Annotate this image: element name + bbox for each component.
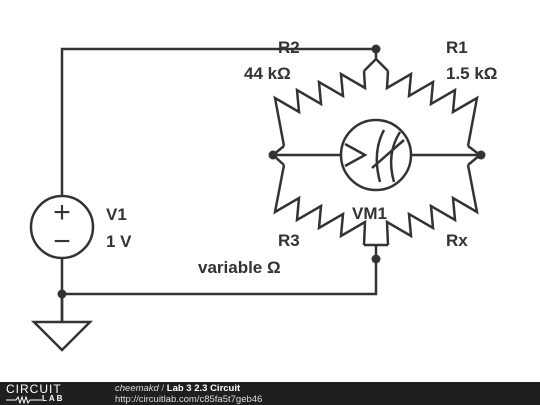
circuit-schematic: + − R2 44 kΩ R1 1.5 kΩ VM1 R3 variable Ω… (29, 38, 497, 352)
rx-name: Rx (446, 231, 468, 250)
voltmeter-needle-arc-icon (375, 129, 386, 183)
vm1-name: VM1 (352, 204, 387, 223)
wire-top (60, 47, 376, 196)
circuitlab-logo[interactable]: CIRCUIT LAB (6, 383, 98, 404)
v1-value: 1 V (106, 232, 132, 251)
voltmeter-vm1 (273, 118, 480, 192)
circuit-url[interactable]: http://circuitlab.com/c85fa5t7geb46 (115, 394, 263, 405)
ground-icon (30, 294, 94, 352)
footer-info: cheemakd / Lab 3 2.3 Circuit http://circ… (115, 384, 262, 405)
footer-bar: CIRCUIT LAB cheemakd / Lab 3 2.3 Circuit… (0, 382, 540, 405)
r3-name: R3 (278, 231, 300, 250)
node-right (476, 150, 486, 160)
footer-title-line: cheemakd / Lab 3 2.3 Circuit (115, 384, 262, 394)
v1-plus-sign: + (53, 196, 71, 229)
node-left (268, 150, 278, 160)
logo-text-circuit: CIRCUIT (6, 382, 62, 396)
resistor-logo-icon (6, 395, 42, 404)
r2-name: R2 (278, 38, 300, 57)
r2-value: 44 kΩ (244, 64, 291, 83)
circuit-title[interactable]: Lab 3 2.3 Circuit (166, 383, 241, 394)
v1-name: V1 (106, 205, 127, 224)
footer-separator: / (158, 383, 167, 394)
logo-text-lab: LAB (42, 394, 65, 403)
r3-value: variable Ω (198, 258, 281, 277)
node-top (371, 44, 381, 54)
node-bottom (371, 254, 381, 264)
v1-minus-sign: − (53, 225, 71, 258)
r1-name: R1 (446, 38, 468, 57)
voltage-source-v1: + − (29, 194, 95, 260)
r1-value: 1.5 kΩ (446, 64, 497, 83)
author-link[interactable]: cheemakd (115, 383, 159, 394)
voltmeter-arrow-icon (344, 142, 368, 168)
